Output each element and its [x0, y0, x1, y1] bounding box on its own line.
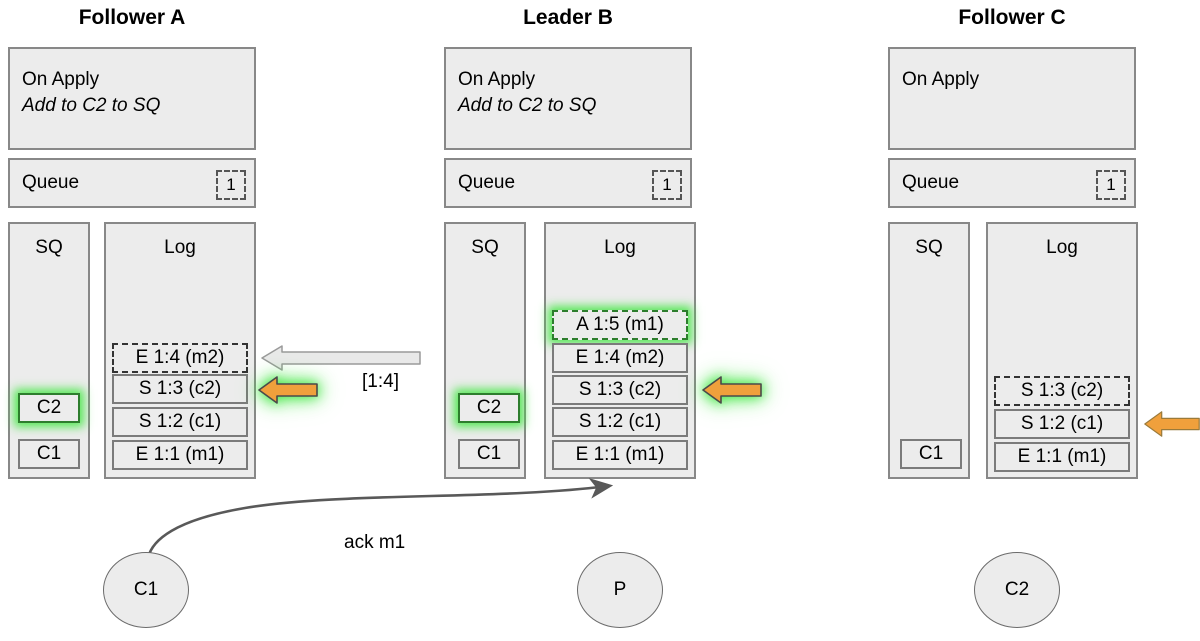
client-circle-c1[interactable]: C1: [103, 552, 189, 628]
ack-m1-label: ack m1: [344, 532, 406, 553]
log-entry-a-2: S 1:2 (c1): [112, 407, 248, 437]
commit-cursor-arrow-c-icon: [1144, 411, 1200, 437]
queue-count-badge-a: 1: [216, 170, 246, 200]
on-apply-heading-c: On Apply: [902, 69, 980, 90]
node-title-leader-b: Leader B: [523, 6, 613, 29]
replication-arrow-label: [1:4]: [362, 371, 399, 392]
on-apply-panel-a: On Apply Add to C2 to SQ: [8, 47, 256, 150]
log-title-a: Log: [164, 237, 196, 258]
log-entry-c-2: E 1:1 (m1): [994, 442, 1130, 472]
sq-entry-b-1: C1: [458, 439, 520, 469]
on-apply-panel-b: On Apply Add to C2 to SQ: [444, 47, 692, 150]
log-entry-b-0: A 1:5 (m1): [552, 310, 688, 340]
client-circle-c2[interactable]: C2: [974, 552, 1060, 628]
log-entry-c-0: S 1:3 (c2): [994, 376, 1130, 406]
sq-title-b: SQ: [471, 237, 499, 258]
log-entry-c-1: S 1:2 (c1): [994, 409, 1130, 439]
replication-arrow-icon: [261, 345, 421, 371]
sq-entry-c-0: C1: [900, 439, 962, 469]
node-title-follower-a: Follower A: [78, 6, 186, 29]
sq-entry-a-0: C2: [18, 393, 80, 423]
sq-panel-b: SQ: [444, 222, 526, 479]
on-apply-action-b: Add to C2 to SQ: [458, 95, 597, 116]
log-entry-a-1: S 1:3 (c2): [112, 374, 248, 404]
log-title-c: Log: [1046, 237, 1078, 258]
queue-count-badge-c: 1: [1096, 170, 1126, 200]
queue-panel-c: Queue 1: [888, 158, 1136, 208]
log-title-b: Log: [604, 237, 636, 258]
queue-label-b: Queue: [458, 172, 516, 193]
node-title-follower-c: Follower C: [958, 6, 1066, 29]
log-entry-b-4: E 1:1 (m1): [552, 440, 688, 470]
commit-cursor-arrow-a-icon: [258, 376, 318, 404]
log-entry-b-1: E 1:4 (m2): [552, 343, 688, 373]
sq-panel-c: SQ: [888, 222, 970, 479]
on-apply-panel-c: On Apply: [888, 47, 1136, 150]
on-apply-action-a: Add to C2 to SQ: [22, 95, 161, 116]
log-entry-a-0: E 1:4 (m2): [112, 343, 248, 373]
producer-circle-p[interactable]: P: [577, 552, 663, 628]
sq-entry-b-0: C2: [458, 393, 520, 423]
sq-title-c: SQ: [915, 237, 943, 258]
queue-label-c: Queue: [902, 172, 960, 193]
log-entry-b-2: S 1:3 (c2): [552, 375, 688, 405]
on-apply-heading-b: On Apply: [458, 69, 536, 90]
on-apply-heading-a: On Apply: [22, 69, 100, 90]
queue-panel-b: Queue 1: [444, 158, 692, 208]
log-entry-a-3: E 1:1 (m1): [112, 440, 248, 470]
sq-entry-a-1: C1: [18, 439, 80, 469]
commit-cursor-arrow-b-icon: [702, 376, 762, 404]
queue-count-badge-b: 1: [652, 170, 682, 200]
queue-label-a: Queue: [22, 172, 80, 193]
sq-title-a: SQ: [35, 237, 63, 258]
sq-panel-a: SQ: [8, 222, 90, 479]
queue-panel-a: Queue 1: [8, 158, 256, 208]
log-entry-b-3: S 1:2 (c1): [552, 407, 688, 437]
